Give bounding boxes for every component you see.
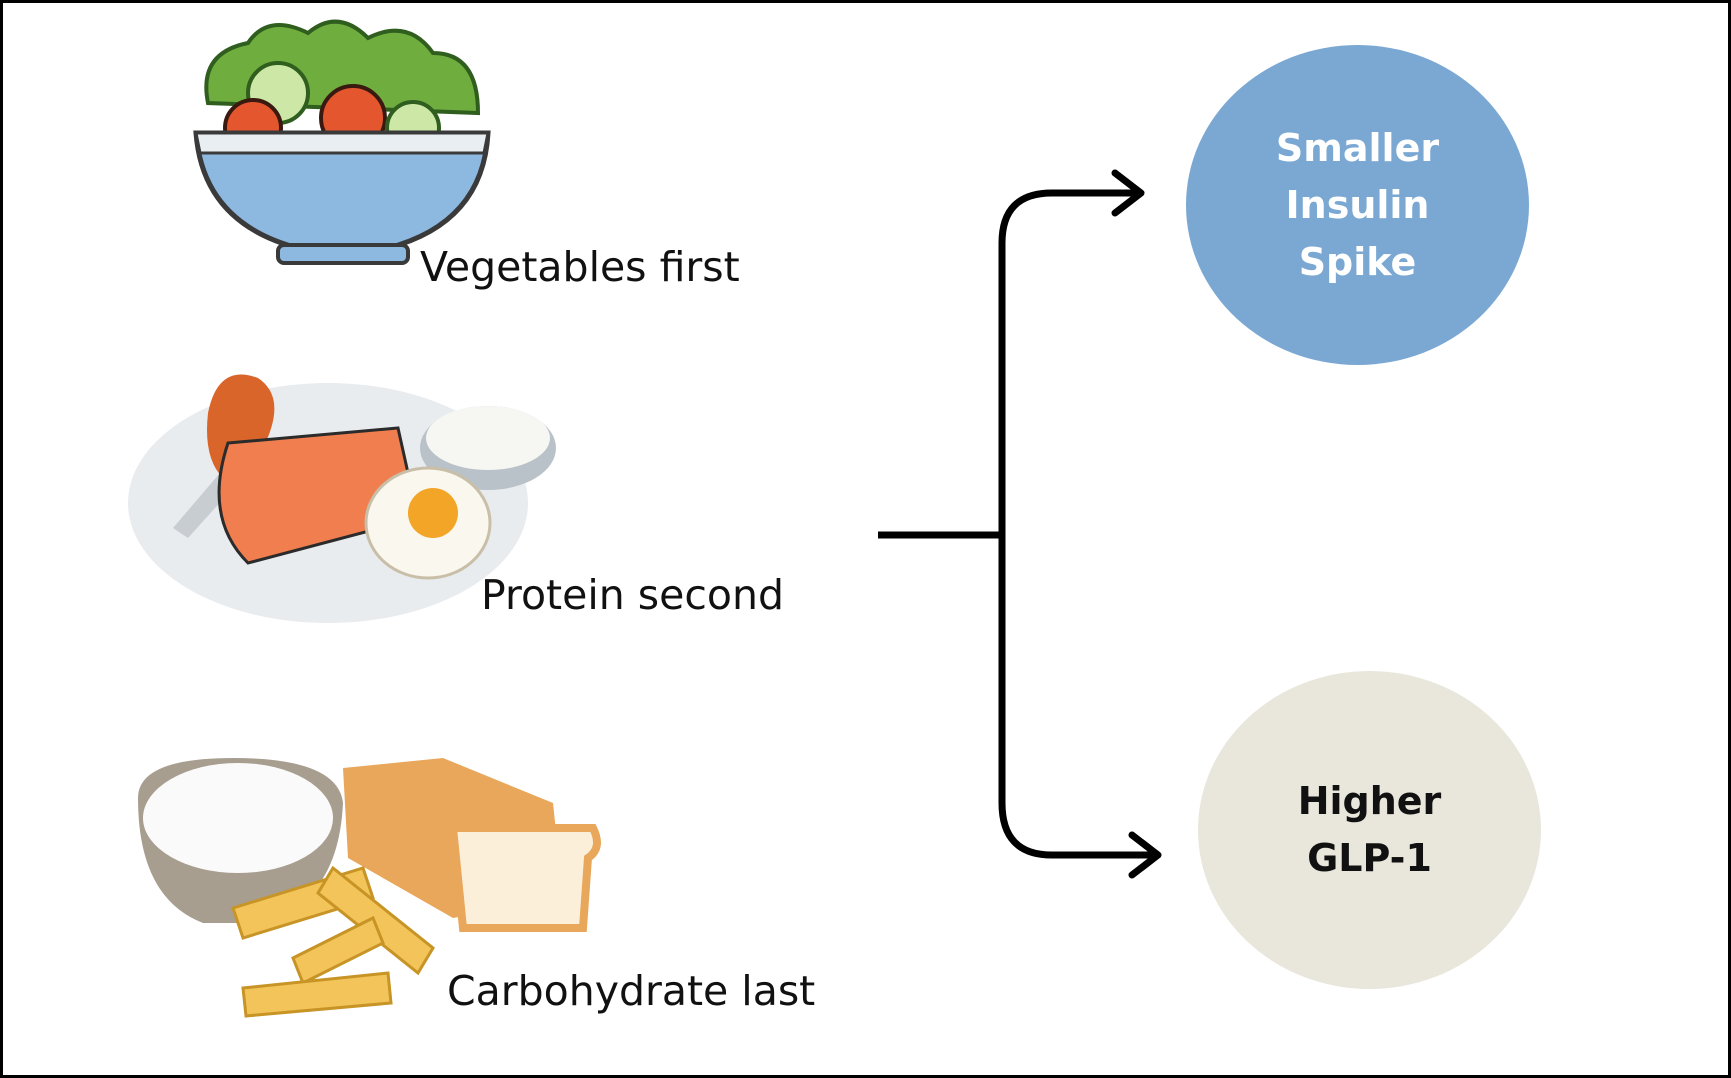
step-label-vegetables: Vegetables first <box>420 243 740 291</box>
arrowhead-lower-icon <box>1128 831 1162 879</box>
connector-upper-branch <box>998 189 1141 535</box>
outcome-line: Smaller <box>1275 125 1440 170</box>
outcome-line: Higher <box>1297 779 1442 823</box>
outcome-line: Spike <box>1298 239 1417 284</box>
connector-lower-branch <box>998 535 1158 859</box>
salad-bowl-icon <box>193 19 491 265</box>
outcome-line: GLP-1 <box>1307 836 1432 880</box>
outcome-higher-glp1: Higher GLP-1 <box>1198 671 1541 989</box>
outcome-smaller-insulin-spike: Smaller Insulin Spike <box>1186 45 1529 365</box>
step-label-carbohydrate: Carbohydrate last <box>447 967 816 1015</box>
outcome-line: Insulin <box>1285 182 1430 227</box>
arrowhead-upper-icon <box>1111 169 1145 217</box>
protein-plate-icon <box>128 374 556 623</box>
step-label-protein: Protein second <box>481 571 784 619</box>
branch-connector <box>878 169 1162 879</box>
carbs-icon <box>138 758 601 1018</box>
